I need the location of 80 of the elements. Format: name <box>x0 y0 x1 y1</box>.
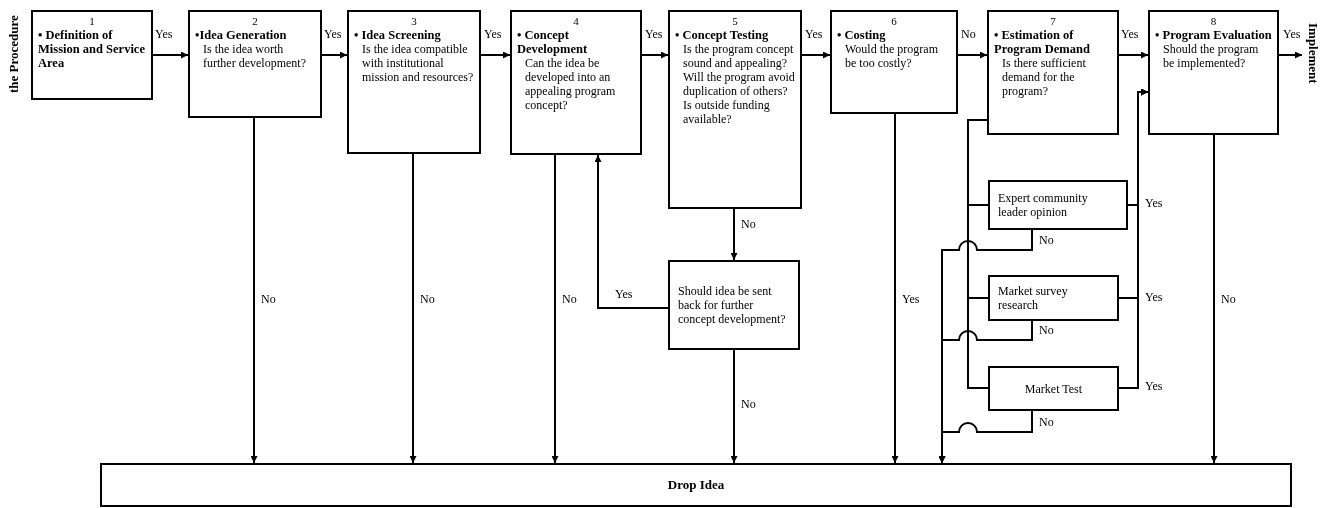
process-box <box>510 10 642 155</box>
process-box <box>668 10 802 209</box>
connector-arrow <box>938 410 1033 464</box>
process-box: Market Test <box>988 366 1119 411</box>
connector-arrow <box>1278 51 1303 59</box>
side-label: the Procedure <box>5 14 22 95</box>
edge-label: Yes <box>1144 197 1164 210</box>
edge-label: Yes <box>1144 291 1164 304</box>
edge-label: Yes <box>614 288 634 301</box>
step-title: • Concept Testing <box>675 28 770 42</box>
edge-label: Yes <box>1120 28 1140 41</box>
connector-arrow <box>1118 88 1149 389</box>
connector-arrow <box>730 349 738 464</box>
process-box <box>987 10 1119 135</box>
connector-arrow <box>1210 134 1218 464</box>
connector-arrow <box>641 51 669 59</box>
edge-label: Yes <box>644 28 664 41</box>
question-text: Is the idea compatible with institutional mission and resources? <box>361 42 474 84</box>
edge-label: No <box>561 293 578 306</box>
question-text: Is the program concept sound and appealing? <box>682 42 795 70</box>
edge-label: No <box>960 28 977 41</box>
process-box <box>31 10 153 100</box>
connector-arrow <box>409 153 417 464</box>
edge-label: No <box>1038 416 1055 429</box>
step-title: •Idea Generation <box>195 28 288 42</box>
step-number: 8 <box>1210 14 1217 28</box>
step-title: • Idea Screening <box>354 28 442 42</box>
connector-arrow <box>551 154 559 464</box>
connector-arrow <box>480 51 511 59</box>
outcome-text: Implement <box>1304 22 1322 84</box>
edge-label: Yes <box>901 293 921 306</box>
question-text: Can the idea be developed into an appealing program concept? <box>524 56 617 112</box>
step-number: 6 <box>891 14 897 28</box>
step-title: • Definition of Mission and Service Area <box>38 28 146 70</box>
process-box: Market survey research <box>988 275 1119 321</box>
connector-arrow <box>594 154 669 309</box>
edge-label: Yes <box>1144 380 1164 393</box>
edge-label: No <box>260 293 277 306</box>
process-box: Should idea be sent back for further concept development? <box>668 260 800 350</box>
edge-label: No <box>1038 324 1055 337</box>
process-box <box>1148 10 1279 135</box>
edge-label: Yes <box>154 28 174 41</box>
process-box: Expert community leader opinion <box>988 180 1128 230</box>
edge-label: Yes <box>483 28 503 41</box>
process-box <box>347 10 481 154</box>
question-text: Should the program be implemented? <box>1162 42 1260 70</box>
edge-label: Yes <box>804 28 824 41</box>
edge-label: Yes <box>323 28 343 41</box>
edge-label: No <box>419 293 436 306</box>
step-title: • Concept Development <box>517 28 589 56</box>
step-number: 7 <box>1050 14 1056 28</box>
connector-arrow <box>891 113 899 464</box>
connector-arrow <box>957 51 988 59</box>
connector-arrow <box>250 117 258 464</box>
connector-arrow <box>1118 51 1149 59</box>
process-box <box>830 10 958 114</box>
edge-label: No <box>740 218 757 231</box>
question-text: Is outside funding available? <box>682 98 771 126</box>
step-title: • Costing <box>837 28 887 42</box>
edge-label: Yes <box>1282 28 1302 41</box>
edge-label: No <box>740 398 757 411</box>
question-text: Would the program be too costly? <box>844 42 939 70</box>
step-title: • Program Evaluation <box>1155 28 1272 42</box>
question-text: Is there sufficient demand for the program? <box>1001 56 1087 98</box>
drop-idea-box: Drop Idea <box>100 463 1292 507</box>
step-title: • Estimation of Program Demand <box>994 28 1091 56</box>
connector-arrow <box>730 208 738 261</box>
edge-label: No <box>1038 234 1055 247</box>
connector-arrow <box>152 51 189 59</box>
edge-label: No <box>1220 293 1237 306</box>
step-number: 1 <box>89 14 95 28</box>
connector-arrow <box>321 51 348 59</box>
step-number: 3 <box>411 14 417 28</box>
step-number: 4 <box>573 14 579 28</box>
connector-arrow <box>801 51 831 59</box>
step-number: 2 <box>252 14 258 28</box>
process-box <box>188 10 322 118</box>
step-number: 5 <box>732 14 738 28</box>
question-text: Will the program avoid duplication of others? <box>682 70 795 98</box>
question-text: Is the idea worth further development? <box>202 42 307 70</box>
